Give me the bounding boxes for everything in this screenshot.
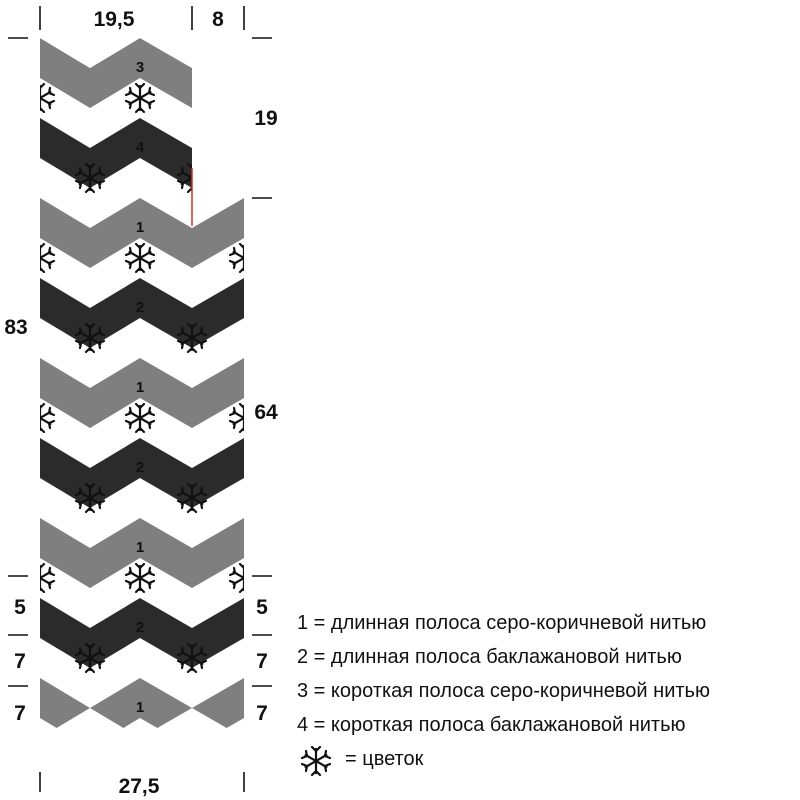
dimension-lines [8,6,272,792]
legend-item-1: 1 = длинная полоса серо-коричневой нитью [297,612,707,634]
dim-left-total: 83 [4,316,27,339]
stripe-7 [40,518,244,588]
legend-item-3: 3 = короткая полоса серо-коричневой нить… [297,680,710,702]
dim-right-5: 5 [256,596,268,619]
stripe-label-6: 2 [136,459,144,476]
stripe-5 [40,358,244,428]
stripe-label-9: 1 [136,699,144,716]
legend-item-flower: = цветок [297,742,797,776]
dim-right-7b: 7 [256,702,268,725]
dim-right-lower: 64 [254,401,278,424]
stripes-group [40,38,244,738]
dim-left-5: 5 [14,596,26,619]
snowflake-flower-icon [301,746,331,776]
legend-item-4: 4 = короткая полоса баклажановой нитью [297,714,686,736]
dim-top-right: 8 [212,8,224,31]
stripe-label-1: 3 [136,59,144,76]
legend-item-2: 2 = длинная полоса баклажановой нитью [297,646,682,668]
dim-left-7a: 7 [14,650,26,673]
dim-right-upper: 19 [254,107,277,130]
dim-top-left: 19,5 [94,8,135,31]
stripe-label-5: 1 [136,379,144,396]
stripe-labels-group: 3 4 1 2 1 2 1 2 1 [136,59,145,716]
stripe-label-7: 1 [136,539,144,556]
stripe-label-3: 1 [136,219,144,236]
dim-left-7b: 7 [14,702,26,725]
dim-bottom: 27,5 [119,775,160,798]
stripe-label-4: 2 [136,299,144,316]
legend-flower-label: = цветок [345,748,424,770]
legend: 1 = длинная полоса серо-коричневой нитью… [297,606,797,776]
stripe-label-8: 2 [136,619,144,636]
stripe-3 [40,198,244,268]
stripe-label-2: 4 [136,139,145,156]
dim-right-7a: 7 [256,650,268,673]
